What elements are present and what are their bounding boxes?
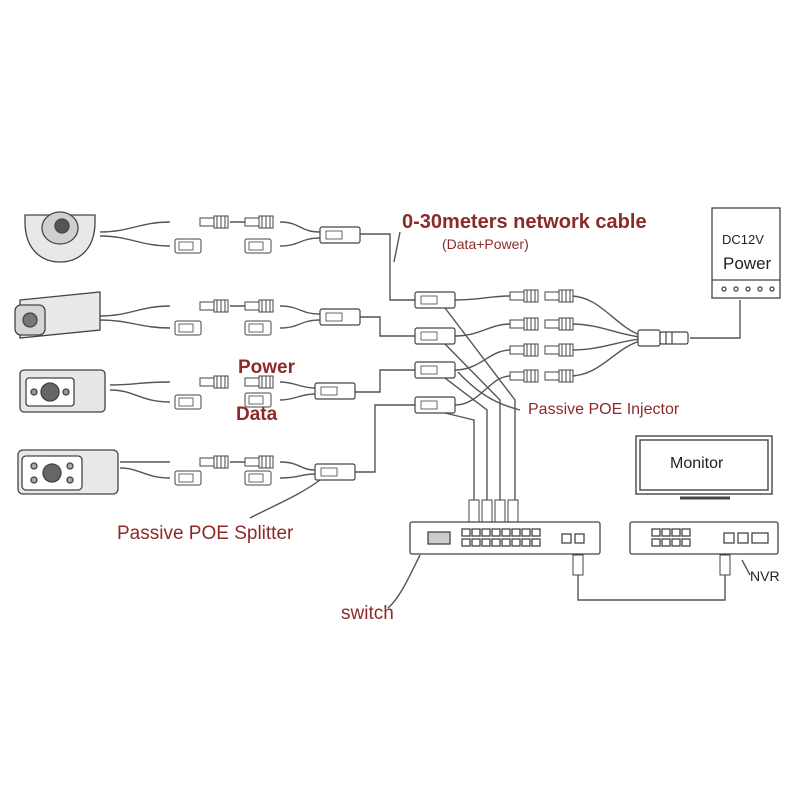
switch-label: switch	[341, 603, 394, 624]
network-cable-label: 0-30meters network cable	[402, 211, 647, 233]
power-supply-label: Power	[723, 254, 772, 273]
power-label: Power	[238, 357, 296, 378]
dc-splitter-plug	[637, 329, 689, 347]
network-cable-note: (Data+Power)	[442, 236, 529, 252]
switch-plugs	[468, 499, 731, 576]
monitor-label: Monitor	[670, 455, 724, 472]
ir-bullet-camera-icon	[17, 449, 119, 495]
dome-camera-icon	[24, 211, 96, 263]
monitor-icon	[635, 435, 773, 500]
injector-label: Passive POE Injector	[528, 401, 680, 418]
nvr-icon	[629, 521, 779, 555]
box-camera-icon	[19, 369, 106, 413]
data-label: Data	[236, 404, 278, 425]
dc-voltage-label: DC12V	[722, 232, 764, 247]
poe-splitters	[244, 215, 361, 486]
bullet-camera-icon	[14, 291, 101, 339]
switch-icon	[409, 521, 601, 555]
power-supply-icon	[711, 207, 781, 299]
cables	[99, 221, 751, 609]
camera-connectors	[174, 215, 229, 486]
splitter-label: Passive POE Splitter	[117, 523, 294, 544]
nvr-label: NVR	[750, 568, 780, 584]
